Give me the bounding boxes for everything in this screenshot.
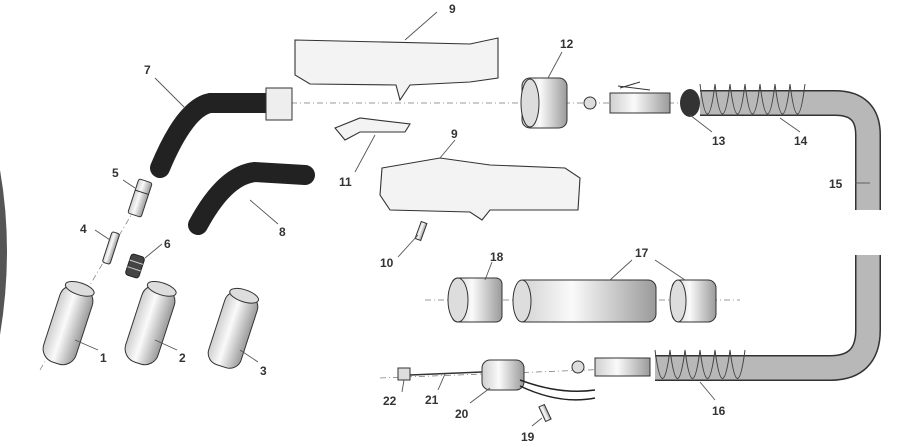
callout-20: 20 [455,407,469,421]
callout-3: 3 [260,364,267,378]
neck-7 [150,93,280,178]
contact-tip [102,231,120,265]
cable-connector [583,81,700,117]
cable-connector-lower [594,357,651,377]
callout-9: 9 [449,2,456,16]
callout-6: 6 [164,237,171,251]
callout-16: 16 [712,404,726,418]
callout-14: 14 [794,134,808,148]
handle-half-lower [379,157,581,221]
cable-15-outline [700,90,881,210]
nozzle-3 [207,287,260,369]
strain-relief-spring [699,83,806,115]
callout-4: 4 [80,222,87,236]
cable-16 [655,255,880,380]
handle-half-upper [294,37,499,102]
callout-9-lower: 9 [451,127,458,141]
end-cap-17 [669,279,717,323]
callout-7: 7 [144,63,151,77]
screw-10 [414,220,428,242]
insulator-18 [447,277,503,323]
spring [125,253,145,279]
washer [571,360,585,374]
edge-shape [0,170,7,335]
callout-18: 18 [490,250,504,264]
wire-21 [409,371,483,376]
neck-adapter [265,87,293,121]
callout-5: 5 [112,166,119,180]
trigger [334,117,411,141]
nozzle-2 [124,281,177,366]
callout-8: 8 [279,225,286,239]
callout-11: 11 [339,175,352,189]
plug-22 [397,367,411,381]
handle-body-17 [512,279,657,323]
strain-relief-spring-lower [654,349,746,379]
cable-15 [700,91,880,210]
callout-17: 17 [635,246,649,260]
callout-22: 22 [383,394,397,408]
gas-diffuser [127,178,153,218]
callout-21: 21 [425,393,439,407]
locking-nut [520,77,568,129]
callout-10: 10 [380,256,394,270]
leader-lines [74,11,870,427]
callout-2: 2 [179,351,186,365]
callout-19: 19 [521,430,535,444]
callout-13: 13 [712,134,726,148]
nozzle-1 [42,281,95,366]
neck-8 [188,161,315,235]
screw-19 [538,403,552,423]
callout-15: 15 [829,177,843,191]
callout-1: 1 [100,351,107,365]
callout-12: 12 [560,37,574,51]
switch-20 [481,359,596,401]
